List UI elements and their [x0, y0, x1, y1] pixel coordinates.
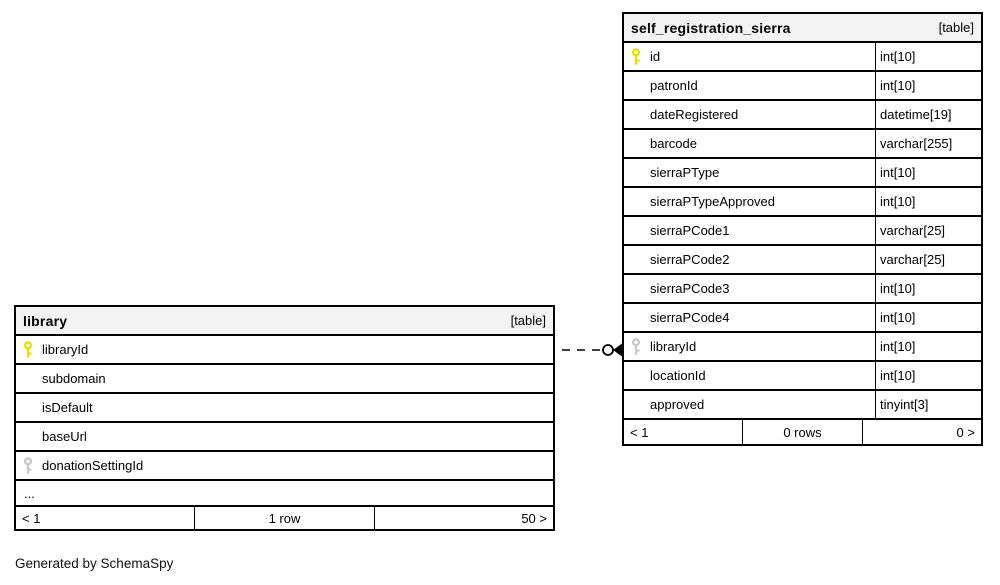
column-name: patronId	[650, 78, 698, 93]
column-name: libraryId	[650, 339, 697, 354]
column-name: id	[650, 49, 661, 64]
column-name: sierraPCode4	[650, 310, 730, 325]
column-row-isDefault: isDefault	[16, 394, 553, 423]
table-self-registration-sierra[interactable]: self_registration_sierra [table] id int[1…	[622, 12, 983, 446]
column-type: datetime[19]	[875, 101, 981, 128]
footer-prev-page: < 1	[22, 510, 41, 526]
column-name: isDefault	[42, 400, 93, 415]
table-header: self_registration_sierra [table]	[624, 14, 981, 43]
column-type: int[10]	[875, 188, 981, 215]
table-title: self_registration_sierra	[631, 19, 791, 36]
footer-row-count: 0 rows	[742, 420, 861, 444]
column-row-sierraPCode2: sierraPCode2 varchar[25]	[624, 246, 981, 275]
column-row-libraryId: libraryId int[10]	[624, 333, 981, 362]
schemaspy-credit: Generated by SchemaSpy	[15, 556, 174, 571]
column-type: int[10]	[875, 362, 981, 389]
column-row-libraryId: libraryId	[16, 336, 553, 365]
foreign-key-icon	[23, 457, 34, 474]
column-row-sierraPCode1: sierraPCode1 varchar[25]	[624, 217, 981, 246]
column-row-subdomain: subdomain	[16, 365, 553, 394]
column-type: tinyint[3]	[875, 391, 981, 418]
column-type: int[10]	[875, 72, 981, 99]
table-header: library [table]	[16, 307, 553, 336]
column-type: int[10]	[875, 159, 981, 186]
footer-row-count: 1 row	[194, 507, 373, 529]
table-tag: [table]	[510, 313, 546, 328]
primary-key-icon	[23, 341, 34, 358]
column-type: int[10]	[875, 304, 981, 331]
column-name: subdomain	[42, 371, 106, 386]
foreign-key-icon	[631, 338, 642, 355]
column-row-baseUrl: baseUrl	[16, 423, 553, 452]
column-name: baseUrl	[42, 429, 87, 444]
table-library[interactable]: library [table] libraryId subdomain isDefa…	[14, 305, 555, 531]
column-row-locationId: locationId int[10]	[624, 362, 981, 391]
primary-key-icon	[631, 48, 642, 65]
column-name: sierraPCode1	[650, 223, 730, 238]
column-type: varchar[25]	[875, 217, 981, 244]
footer-prev-page: < 1	[630, 424, 649, 440]
column-name: sierraPTypeApproved	[650, 194, 776, 209]
footer-next-page: 0 >	[861, 420, 981, 444]
column-row-approved: approved tinyint[3]	[624, 391, 981, 420]
column-name: donationSettingId	[42, 458, 144, 473]
table-footer: < 1 0 rows 0 >	[624, 420, 981, 444]
column-type: varchar[255]	[875, 130, 981, 157]
column-row-sierraPType: sierraPType int[10]	[624, 159, 981, 188]
column-row-sierraPCode4: sierraPCode4 int[10]	[624, 304, 981, 333]
column-type: int[10]	[875, 43, 981, 70]
column-name: locationId	[650, 368, 706, 383]
relationship-connector	[562, 343, 622, 357]
column-row-donationSettingId: donationSettingId	[16, 452, 553, 481]
relationship-arrow-marker	[613, 343, 622, 357]
column-type: int[10]	[875, 333, 981, 360]
column-row-dateRegistered: dateRegistered datetime[19]	[624, 101, 981, 130]
column-row-id: id int[10]	[624, 43, 981, 72]
column-name: sierraPCode3	[650, 281, 730, 296]
column-row-sierraPCode3: sierraPCode3 int[10]	[624, 275, 981, 304]
column-type: int[10]	[875, 275, 981, 302]
column-name: approved	[650, 397, 705, 412]
table-title: library	[23, 312, 68, 329]
column-name: sierraPCode2	[650, 252, 730, 267]
column-rows: libraryId subdomain isDefault baseUrl donati…	[16, 336, 553, 507]
column-name: libraryId	[42, 342, 89, 357]
footer-next-page: 50 >	[373, 507, 553, 529]
column-row-sierraPTypeApproved: sierraPTypeApproved int[10]	[624, 188, 981, 217]
table-footer: < 1 1 row 50 >	[16, 507, 553, 529]
column-name: ...	[24, 485, 35, 501]
column-name: barcode	[650, 136, 697, 151]
column-type: varchar[25]	[875, 246, 981, 273]
table-tag: [table]	[938, 20, 974, 35]
column-row-barcode: barcode varchar[255]	[624, 130, 981, 159]
column-row-ellipsis: ...	[16, 481, 553, 507]
column-row-patronId: patronId int[10]	[624, 72, 981, 101]
relationship-circle-marker	[602, 344, 614, 356]
column-name: dateRegistered	[650, 107, 739, 122]
column-name: sierraPType	[650, 165, 720, 180]
